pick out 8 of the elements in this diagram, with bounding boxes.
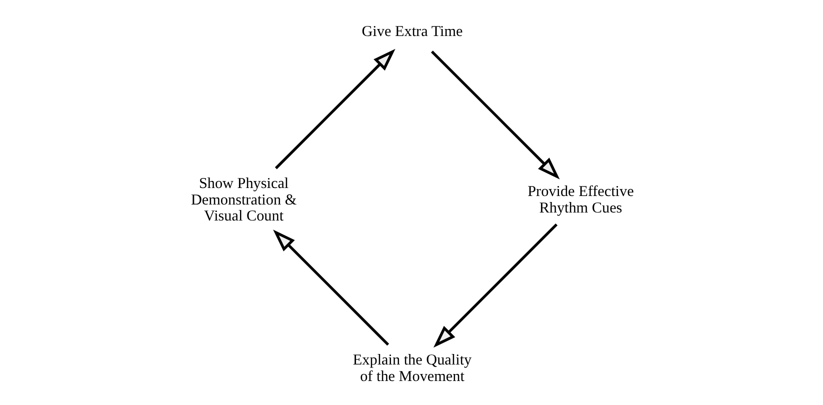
node-text: Show Physical Demonstration & Visual Count [190, 175, 296, 225]
arrow [272, 230, 389, 346]
node-text: Provide Effective Rhythm Cues [527, 183, 634, 216]
arrow [432, 224, 558, 348]
node-text: Give Extra Time [361, 22, 462, 40]
node-text: Explain the Quality of the Movement [352, 352, 472, 385]
arrow [430, 50, 560, 180]
arrow [274, 48, 395, 170]
